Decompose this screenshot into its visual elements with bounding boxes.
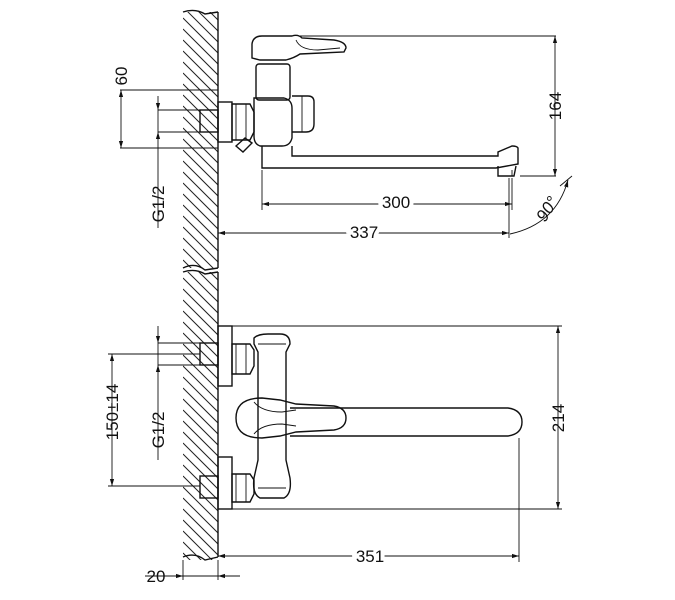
wall-section-top [182,9,219,271]
dim-g12-bottom: G1/2 [149,412,168,449]
dimension-labels: 60 G1/2 164 300 337 90° 150±14 G1/2 214 … [103,67,568,586]
wall-section-bottom [182,269,219,561]
dimension-lines [108,35,573,580]
dim-351: 351 [356,547,384,566]
dim-angle: 90° [532,193,562,225]
dim-337: 337 [350,223,378,242]
dim-214: 214 [549,404,568,432]
dim-164: 164 [546,92,565,120]
faucet-front-view [199,325,523,510]
dim-300: 300 [382,193,410,212]
faucet-side-view [199,34,519,177]
dim-60: 60 [112,67,131,86]
dim-150: 150±14 [103,384,122,441]
dim-g12-top: G1/2 [149,186,168,223]
dim-20: 20 [147,567,166,586]
